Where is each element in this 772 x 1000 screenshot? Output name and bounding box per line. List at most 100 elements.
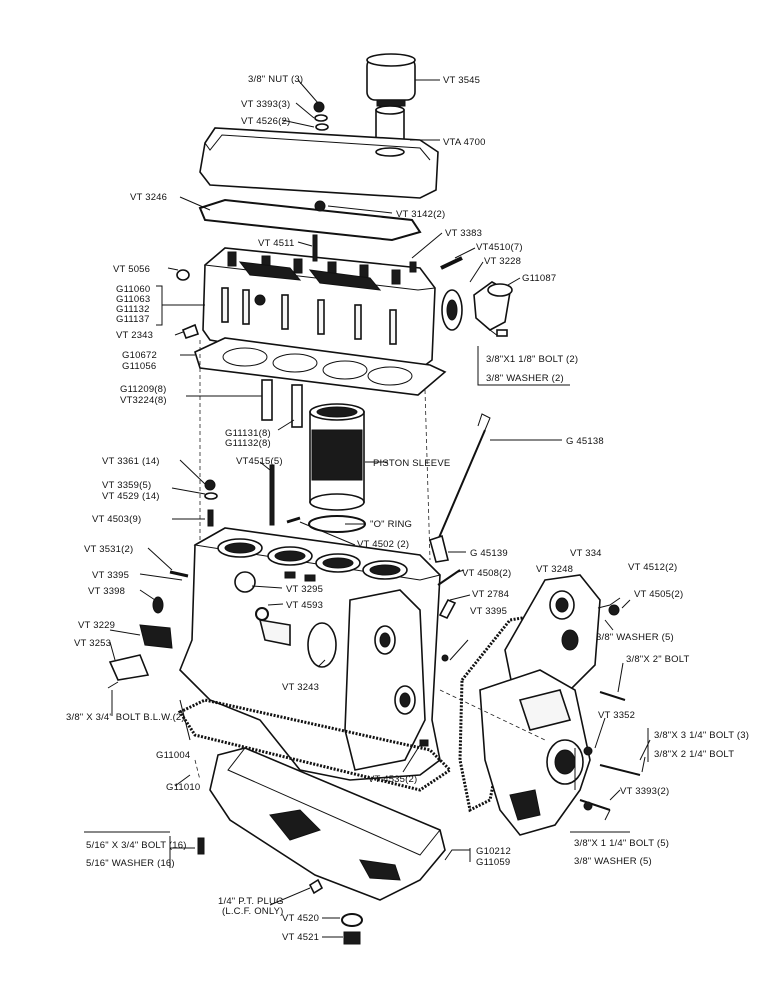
outlet-bolt-head	[496, 329, 508, 337]
label-pipe-plug: 1/4" P.T. PLUG	[218, 896, 284, 907]
drain-washer	[341, 913, 363, 927]
timing-housing	[479, 669, 591, 836]
plug-3398	[152, 596, 164, 614]
dowel	[261, 379, 273, 421]
vt3395b-plug	[441, 654, 449, 662]
dipstick	[437, 429, 486, 541]
label-vt4535: VT 4535(2)	[368, 774, 417, 785]
valve-cover	[199, 127, 439, 199]
grommet	[314, 200, 326, 212]
label-vt3253: VT 3253	[74, 638, 111, 649]
bolt-3-8x2	[599, 691, 626, 701]
label-vt3142: VT 3142(2)	[396, 209, 445, 220]
label-washer-3-8: 3/8" WASHER (2)	[486, 373, 564, 384]
label-vt3398: VT 3398	[88, 586, 125, 597]
nut-3361	[204, 479, 216, 491]
label-vt2343: VT 2343	[116, 330, 153, 341]
label-vt334: VT 334	[570, 548, 602, 559]
piston-sleeve	[309, 403, 365, 511]
gasket-3229	[139, 624, 173, 649]
engine-block	[179, 527, 441, 781]
label-vt4515: VT4515(5)	[236, 456, 283, 467]
label-vt4508: VT 4508(2)	[462, 568, 511, 579]
dipstick-handle	[477, 413, 491, 431]
label-vt4502: VT 4502 (2)	[357, 539, 409, 550]
pan-gasket	[177, 698, 453, 792]
label-vt4526: VT 4526(2)	[241, 116, 290, 127]
label-g11131: G11131(8)	[225, 428, 271, 439]
label-vt3229: VT 3229	[78, 620, 115, 631]
label-piston-sleeve: PISTON SLEEVE	[373, 458, 450, 469]
drain-plug	[343, 931, 361, 945]
ring-4593	[255, 607, 269, 621]
dowel-4535	[419, 739, 429, 747]
bolt-3352	[583, 746, 593, 756]
label-vt4521: VT 4521	[282, 932, 319, 943]
label-vt3243: VT 3243	[282, 682, 319, 693]
bolt-box-outline	[477, 346, 570, 386]
bracket-head	[156, 285, 163, 326]
pipe-plug	[308, 878, 324, 895]
align-3	[439, 689, 546, 741]
label-bolt-3-8x2: 3/8"X 2" BOLT	[626, 654, 690, 665]
align-2	[424, 389, 431, 561]
label-vta4700: VTA 4700	[443, 137, 486, 148]
washer-3393	[583, 801, 593, 811]
label-bolt-5-16: 5/16" X 3/4" BOLT (16)	[86, 840, 187, 851]
label-vt3531: VT 3531(2)	[84, 544, 133, 555]
label-vt3359: VT 3359(5)	[102, 480, 151, 491]
label-g11060: G11060	[116, 284, 150, 295]
label-vt4510: VT4510(7)	[476, 242, 523, 253]
label-bolt-1-1-4: 3/8"X 1 1/4" BOLT (5)	[574, 838, 669, 849]
leader-lines	[109, 79, 651, 938]
bolt-1-1-4	[579, 799, 611, 811]
label-g11132: G11132	[116, 304, 150, 315]
label-g11209: G11209(8)	[120, 384, 167, 395]
label-g45139: G 45139	[470, 548, 508, 559]
align-4	[194, 759, 201, 781]
dowel-pin	[286, 516, 301, 524]
label-g45138: G 45138	[566, 436, 604, 447]
label-vt3246: VT 3246	[130, 192, 167, 203]
label-vt3395b: VT 3395	[470, 606, 507, 617]
label-vt3361: VT 3361 (14)	[102, 456, 160, 467]
cover-nut	[313, 101, 325, 113]
label-g11132-8: G11132(8)	[225, 438, 271, 449]
bolt-blw	[107, 681, 119, 689]
label-bolt-blw: 3/8" X 3/4" BOLT B.L.W.(2)	[66, 712, 185, 723]
stud-3531	[169, 570, 189, 578]
label-g11087: G11087	[522, 273, 556, 284]
label-nut: 3/8" NUT (3)	[248, 74, 303, 85]
label-pipe-plug-note: (L.C.F. ONLY)	[222, 906, 284, 917]
cover-seal	[315, 123, 329, 131]
vt2784	[438, 598, 457, 620]
label-vt5056: VT 5056	[113, 264, 150, 275]
oil-pan	[209, 747, 446, 901]
cover-washer	[314, 114, 328, 122]
label-vt3248: VT 3248	[536, 564, 573, 575]
label-g11137: G11137	[116, 314, 150, 325]
label-g11059: G11059	[476, 857, 510, 868]
label-vt4593: VT 4593	[286, 600, 323, 611]
label-washer-5: 3/8" WASHER (5)	[596, 632, 674, 643]
pan-bolt	[197, 837, 205, 855]
label-g11056: G11056	[122, 361, 156, 372]
label-bolt-3-8: 3/8"X1 1/8" BOLT (2)	[486, 354, 578, 365]
label-vt4511: VT 4511	[258, 238, 294, 249]
label-vt3295: VT 3295	[286, 584, 323, 595]
stud-4503	[207, 509, 214, 527]
stud-4508	[437, 569, 461, 586]
label-vt4529: VT 4529 (14)	[102, 491, 160, 502]
label-vt4505: VT 4505(2)	[634, 589, 683, 600]
label-vt4503: VT 4503(9)	[92, 514, 141, 525]
oil-filler-cap	[366, 53, 416, 107]
label-vt4520: VT 4520	[282, 913, 319, 924]
gear-cover-gasket	[458, 613, 550, 813]
o-ring	[308, 515, 366, 533]
label-bolt-3-1-4: 3/8"X 3 1/4" BOLT (3)	[654, 730, 749, 741]
cover-gasket	[198, 198, 422, 242]
bolt-4512	[597, 604, 611, 609]
front-cover	[504, 574, 601, 701]
head-stud	[312, 234, 318, 262]
